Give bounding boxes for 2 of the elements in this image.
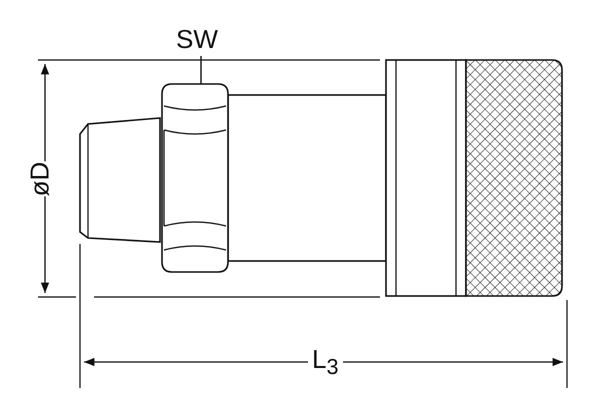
leader-line bbox=[200, 56, 202, 84]
hex-nut bbox=[161, 83, 229, 273]
